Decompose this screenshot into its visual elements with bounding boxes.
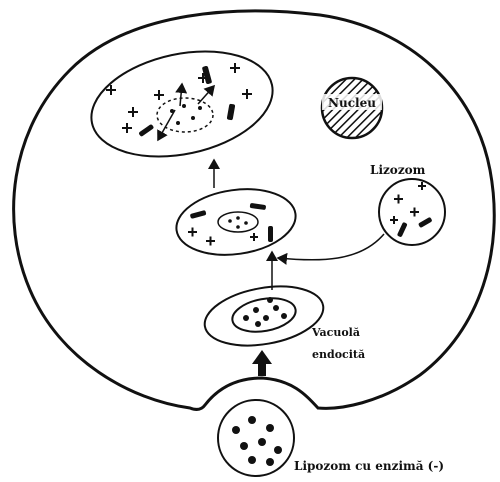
cell-membrane xyxy=(14,11,495,410)
digestive-vacuole xyxy=(82,36,283,172)
endocytic-vacuole xyxy=(200,278,328,354)
release-arrows xyxy=(158,84,214,140)
vacuole-label-line2: endocită xyxy=(312,348,365,361)
content-fragments xyxy=(138,66,235,138)
arrow-lysosome-fusion xyxy=(278,234,384,260)
liposome xyxy=(218,400,294,476)
liposome-label: Lipozom cu enzimă (-) xyxy=(294,459,444,473)
fusion-vacuole xyxy=(172,182,300,262)
lysosome-label: Lizozom xyxy=(370,163,426,177)
nucleus-label: Nucleu xyxy=(328,96,376,110)
vacuole-label-line1: Vacuolă xyxy=(311,326,360,339)
inner-liposome xyxy=(218,212,258,232)
lysosome xyxy=(379,179,445,245)
uptake-arrow xyxy=(252,350,272,376)
